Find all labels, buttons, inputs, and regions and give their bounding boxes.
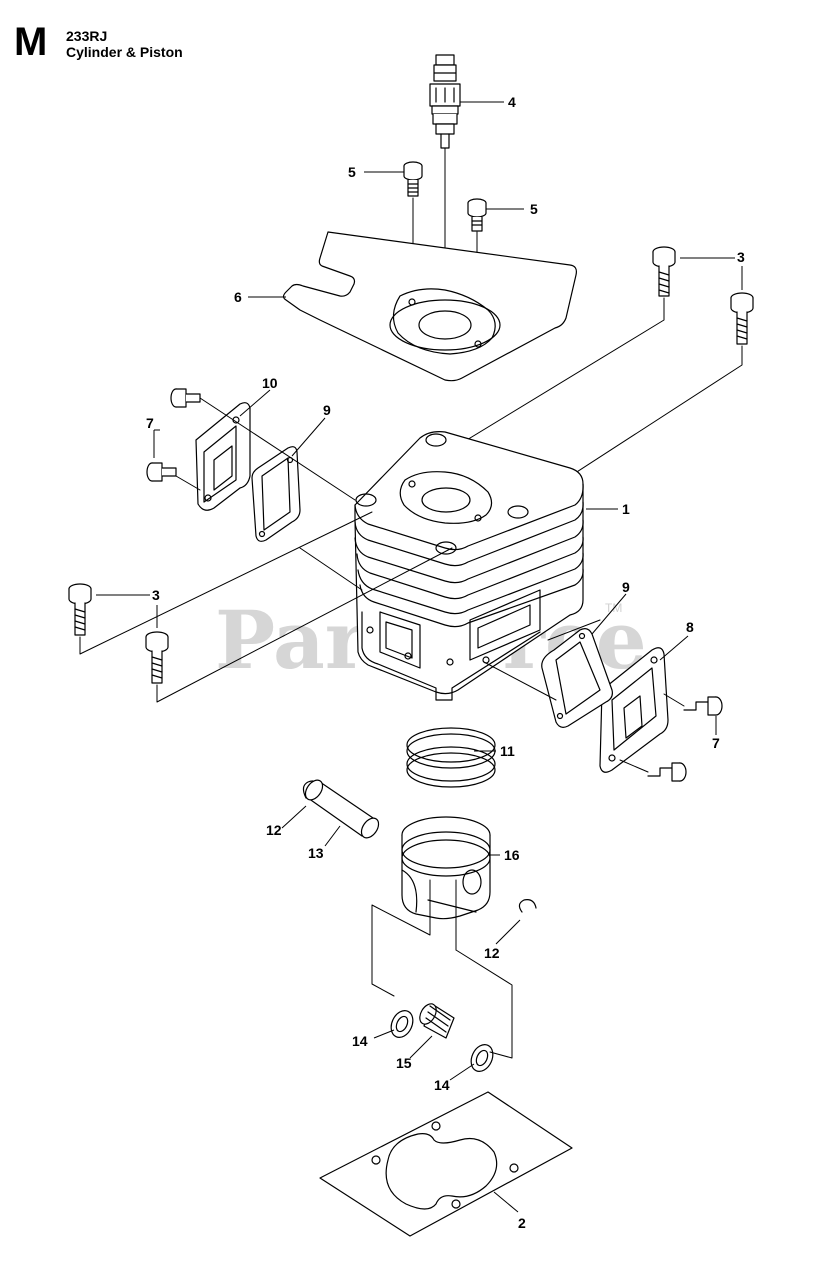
callout-5-right: 5 [530, 201, 538, 217]
intake-flange-10[interactable] [195, 402, 251, 511]
exhaust-flange-8[interactable] [599, 647, 669, 773]
leader-lines [96, 101, 743, 1213]
callout-9-left: 9 [323, 402, 331, 418]
cylinder-base-gasket[interactable] [319, 1091, 573, 1237]
screw-7-left-a[interactable] [170, 388, 356, 501]
callout-3-top: 3 [737, 249, 745, 265]
piston-rings[interactable] [406, 727, 496, 788]
callout-6: 6 [234, 289, 242, 305]
callout-9-right: 9 [622, 579, 630, 595]
callout-13: 13 [308, 845, 324, 861]
screw-7-left-b[interactable] [146, 462, 363, 591]
gasket-9-left[interactable] [251, 446, 301, 542]
screw-5-left[interactable] [403, 161, 423, 301]
circlip-right[interactable] [518, 899, 537, 913]
callout-14-left: 14 [352, 1033, 368, 1049]
needle-bearing[interactable] [416, 1001, 455, 1039]
callout-3-left: 3 [152, 587, 160, 603]
model-number: 233RJ [66, 28, 108, 44]
piston[interactable] [401, 816, 491, 951]
thrust-washer-right[interactable] [467, 1041, 497, 1075]
callout-12-right: 12 [484, 945, 500, 961]
callout-4: 4 [508, 94, 516, 110]
callout-1: 1 [622, 501, 630, 517]
diagram-title: Cylinder & Piston [66, 44, 183, 60]
cylinder[interactable] [354, 431, 584, 701]
thrust-washer-left[interactable] [387, 1007, 417, 1041]
screw-3-top-b[interactable] [514, 292, 754, 513]
callout-15: 15 [396, 1055, 412, 1071]
callout-16: 16 [504, 847, 520, 863]
gasket-9-right[interactable] [541, 628, 613, 728]
cylinder-cover-plate[interactable] [282, 231, 577, 382]
screw-3-left-a[interactable] [68, 511, 373, 655]
spark-plug[interactable] [429, 54, 461, 331]
screw-3-left-b[interactable] [145, 547, 453, 703]
callout-2: 2 [518, 1215, 526, 1231]
callout-5-left: 5 [348, 164, 356, 180]
screw-7-right-a[interactable] [663, 693, 723, 716]
piston-pin[interactable] [302, 777, 382, 841]
callout-12-left: 12 [266, 822, 282, 838]
callout-10: 10 [262, 375, 278, 391]
callout-7-right: 7 [712, 735, 720, 751]
section-letter: M [14, 20, 48, 64]
callout-labels: 4 5 5 6 3 1 10 9 7 3 9 8 7 11 12 13 16 1… [146, 94, 745, 1231]
screw-7-right-b[interactable] [619, 759, 687, 782]
callout-14-right: 14 [434, 1077, 450, 1093]
callout-11: 11 [500, 743, 515, 759]
callout-8: 8 [686, 619, 694, 635]
callout-7-left: 7 [146, 415, 154, 431]
